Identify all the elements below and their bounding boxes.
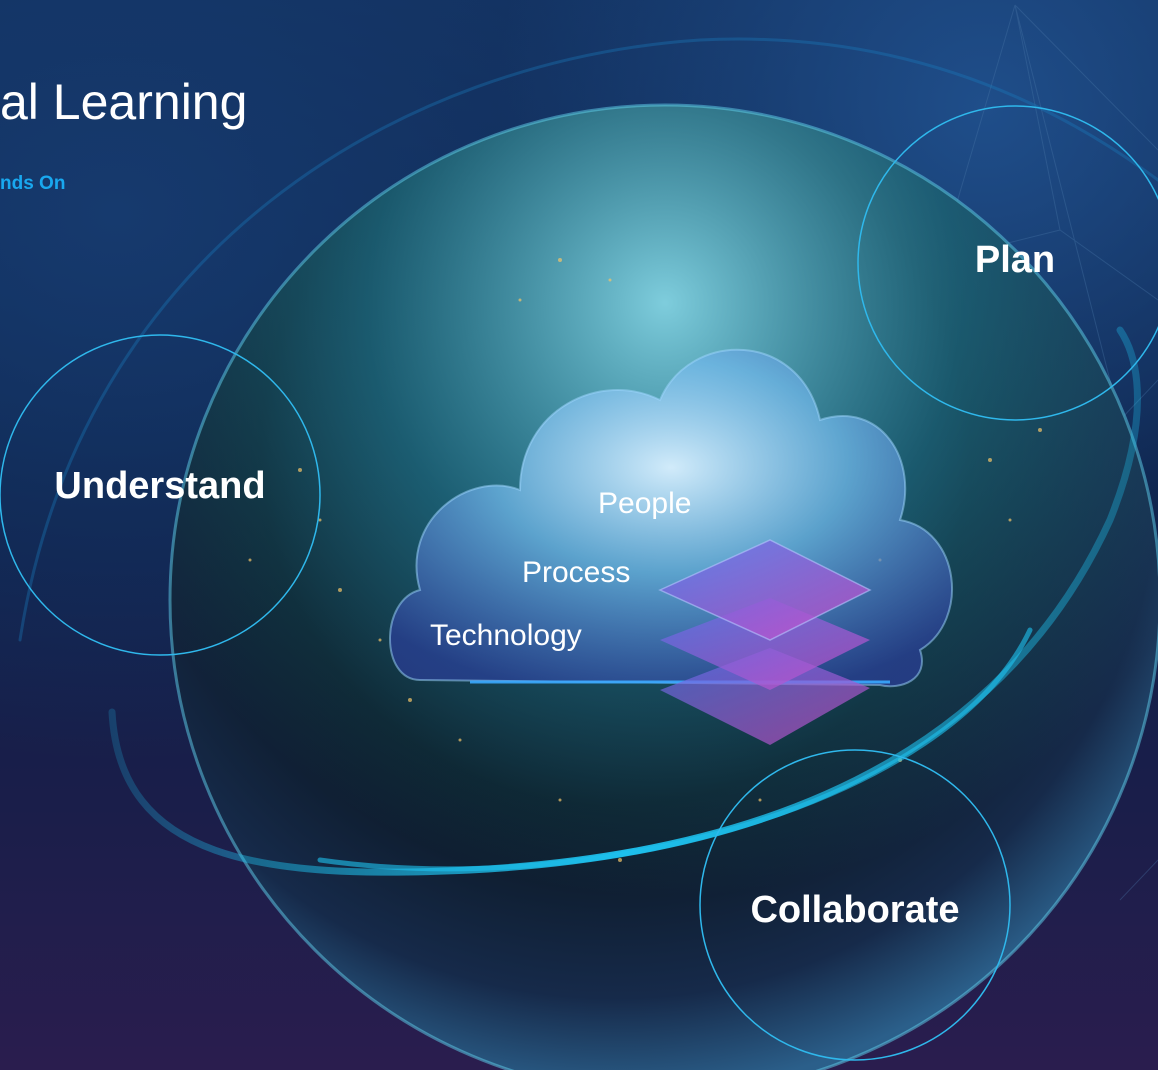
stage-label-collaborate: Collaborate <box>750 889 960 931</box>
page-title: al Learning <box>0 74 248 130</box>
stacked-layers-icon <box>658 539 872 745</box>
layer-label-technology: Technology <box>430 619 582 652</box>
stage-circles <box>0 105 1158 1061</box>
layer-label-people: People <box>598 487 692 520</box>
layer-label-process: Process <box>522 556 631 589</box>
plan-circle <box>857 105 1158 421</box>
stage-label-plan: Plan <box>974 239 1056 281</box>
orbit-ring <box>18 37 1158 876</box>
stage-label-understand: Understand <box>54 465 266 507</box>
collaborate-circle <box>699 749 1011 1061</box>
page-subtitle: nds On <box>0 173 66 194</box>
understand-circle <box>0 334 321 656</box>
